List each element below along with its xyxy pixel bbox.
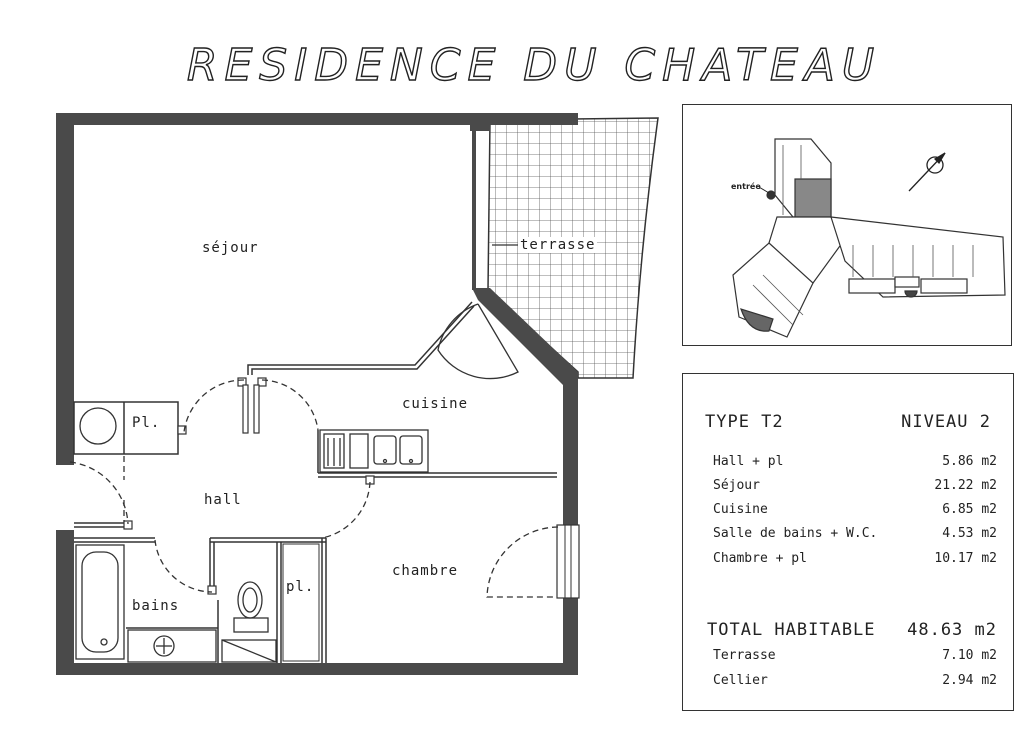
door-swings	[69, 379, 559, 598]
area-row-cuisine: Cuisine 6.85 m2	[713, 502, 997, 522]
terrace-door	[437, 303, 519, 380]
area-row-cellier: Cellier 2.94 m2	[713, 673, 997, 693]
room-label-hall: hall	[204, 492, 242, 508]
room-label-bains: bains	[132, 598, 180, 614]
area-row-salle-de-bains: Salle de bains + W.C. 4.53 m2	[713, 526, 997, 546]
area-value: 7.10 m2	[942, 648, 997, 663]
area-value: 4.53 m2	[942, 526, 997, 541]
area-label: Hall + pl	[713, 454, 784, 469]
total-habitable-row: TOTAL HABITABLE 48.63 m2	[707, 620, 997, 642]
area-value: 6.85 m2	[942, 502, 997, 517]
apartment-level: NIVEAU 2	[901, 412, 991, 432]
area-row-terrasse: Terrasse 7.10 m2	[713, 648, 997, 668]
area-label: Cellier	[713, 673, 768, 688]
placard-wc	[282, 543, 320, 662]
kitchen-counter	[319, 429, 429, 473]
window-chambre	[556, 524, 580, 599]
apartment-type: TYPE T2	[705, 412, 784, 432]
title-text: RESIDENCE DU CHATEAU	[187, 40, 881, 91]
water-heater-icon	[79, 407, 117, 445]
area-summary-box: TYPE T2 NIVEAU 2 Hall + pl 5.86 m2 Séjou…	[682, 373, 1014, 711]
bathroom-sink	[127, 629, 217, 663]
room-label-sejour: séjour	[202, 240, 259, 256]
area-value: 21.22 m2	[934, 478, 997, 493]
room-label-terrasse: terrasse	[518, 237, 598, 253]
total-value: 48.63 m2	[907, 620, 997, 640]
area-label: Séjour	[713, 478, 760, 493]
area-label: Chambre + pl	[713, 551, 807, 566]
room-label-chambre: chambre	[392, 563, 459, 579]
room-label-placard-1: Pl.	[132, 415, 161, 431]
room-label-placard-2: pl.	[286, 579, 315, 595]
area-label: Cuisine	[713, 502, 768, 517]
total-label: TOTAL HABITABLE	[707, 620, 876, 640]
floor-plan	[56, 113, 659, 675]
area-value: 10.17 m2	[934, 551, 997, 566]
area-label: Terrasse	[713, 648, 776, 663]
area-value: 2.94 m2	[942, 673, 997, 688]
area-value: 5.86 m2	[942, 454, 997, 469]
site-plan-entrance-label: entrée	[731, 181, 761, 191]
north-arrow-icon	[908, 152, 946, 192]
area-row-sejour: Séjour 21.22 m2	[713, 478, 997, 498]
page-title: RESIDENCE DU CHATEAU	[186, 39, 881, 91]
exterior-walls	[56, 113, 578, 675]
area-row-chambre: Chambre + pl 10.17 m2	[713, 551, 997, 571]
area-row-hall: Hall + pl 5.86 m2	[713, 454, 997, 474]
door-hinges	[123, 377, 375, 595]
area-label: Salle de bains + W.C.	[713, 526, 878, 541]
toilet	[221, 581, 277, 663]
room-label-cuisine: cuisine	[402, 396, 469, 412]
site-plan-box: entrée	[682, 104, 1012, 346]
bathtub	[75, 544, 125, 660]
site-plan: entrée	[731, 138, 1006, 338]
